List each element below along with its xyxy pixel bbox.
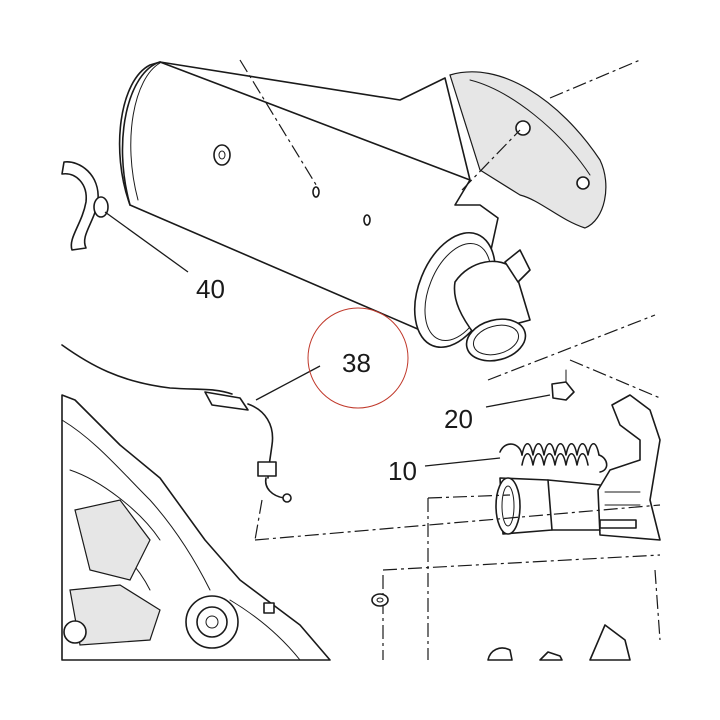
centerline-stand-right [427, 494, 511, 499]
leader-40 [104, 211, 189, 273]
leader-20 [485, 394, 551, 408]
nut-20 [551, 369, 575, 401]
centerline-top-right [549, 59, 641, 99]
callout-40: 40 [196, 274, 225, 304]
leader-38 [255, 365, 321, 401]
lower-right-fragments [487, 624, 631, 661]
centerline-nut [569, 359, 661, 399]
centerline-cable [254, 499, 263, 541]
swingarm-frame [61, 394, 331, 661]
bolt-small [371, 593, 389, 607]
callout-10: 10 [388, 456, 417, 486]
sensor-cable-38 [61, 344, 292, 503]
callout-38: 38 [342, 348, 371, 378]
centerline-edge [654, 569, 661, 641]
leader-10 [424, 457, 501, 467]
centerline-stand-horizontal [254, 504, 661, 541]
centerline-bolt [382, 554, 661, 571]
clamp-bracket-40 [61, 161, 109, 251]
muffler-silencer [118, 61, 607, 362]
spring-10 [499, 442, 608, 473]
side-stand-bracket [495, 394, 661, 541]
highlight-ring-38 [307, 307, 409, 409]
callout-20: 20 [444, 404, 473, 434]
centerline-outlet [487, 314, 656, 381]
